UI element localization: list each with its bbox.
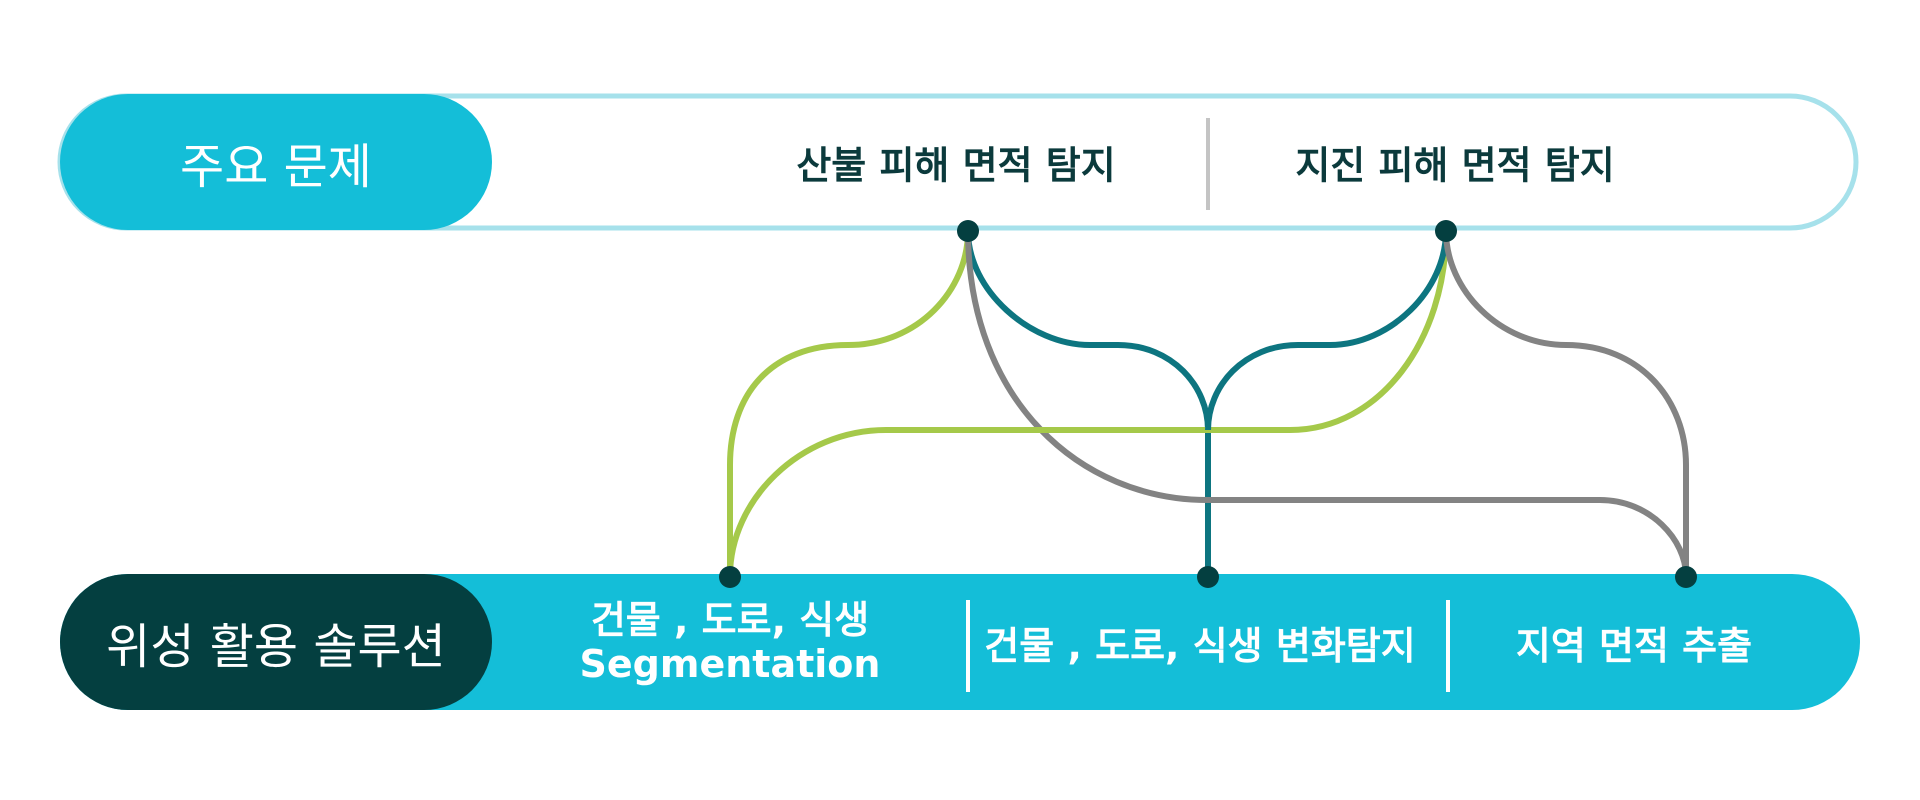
link-earthquake-to-segmentation — [727, 230, 1449, 577]
problem-node-wildfire — [957, 220, 979, 242]
solution-node-area-extraction — [1675, 566, 1697, 588]
problem-wildfire-label: 산불 피해 면적 탐지 — [796, 143, 1116, 188]
solution-section-label: 위성 활용 솔루션 — [106, 619, 446, 675]
link-wildfire-to-change-detection — [965, 230, 1211, 576]
solution-node-change-detection — [1197, 566, 1219, 588]
problem-label-pill — [60, 94, 492, 230]
solution-node-segmentation — [719, 566, 741, 588]
solution-label-pill — [60, 574, 492, 710]
problem-section-label: 주요 문제 — [180, 139, 372, 195]
link-earthquake-to-change-detection — [1205, 230, 1449, 431]
solution-segmentation-line2: Segmentation — [579, 642, 881, 686]
link-earthquake-to-area-extraction — [1443, 230, 1689, 576]
solution-segmentation: 건물 , 도로, 식생 Segmentation — [580, 598, 881, 686]
solution-bar — [60, 574, 1860, 710]
solution-segmentation-line1: 건물 , 도로, 식생 — [590, 598, 870, 642]
solution-area-extraction-label: 지역 면적 추출 — [1515, 624, 1753, 668]
link-wildfire-to-area-extraction — [965, 230, 1689, 577]
problem-earthquake-label: 지진 피해 면적 탐지 — [1295, 143, 1615, 188]
problem-node-earthquake — [1435, 220, 1457, 242]
solution-change-detection-label: 건물 , 도로, 식생 변화탐지 — [984, 624, 1416, 668]
link-wildfire-to-segmentation — [727, 230, 971, 576]
